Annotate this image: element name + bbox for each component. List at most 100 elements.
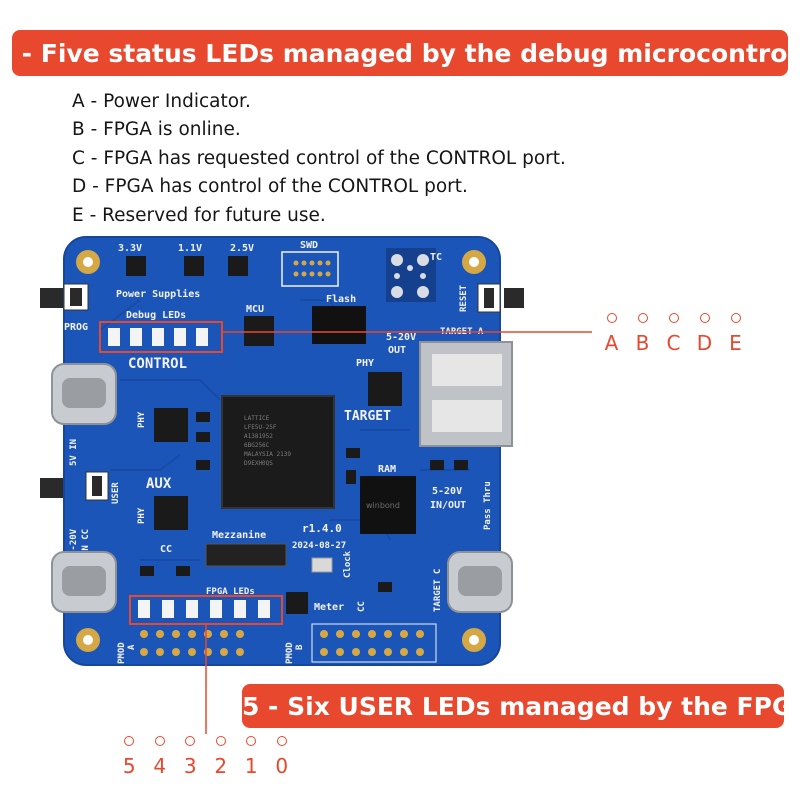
pmod-b-header	[320, 630, 424, 656]
led-marker-icon	[730, 313, 741, 323]
ram-chip	[360, 476, 416, 534]
label-1v1: 1.1V	[178, 243, 202, 254]
label-pmod-a-letter: A	[127, 644, 137, 650]
label-control: CONTROL	[128, 356, 187, 372]
chip-marking-2: LFE5U-25F	[244, 424, 277, 431]
label-2v5: 2.5V	[230, 243, 254, 254]
label-date: 2024-08-27	[292, 541, 346, 551]
label-fpga-leds: FPGA LEDs	[206, 587, 255, 597]
label-power-supplies: Power Supplies	[116, 288, 200, 300]
debug-leds	[108, 328, 208, 346]
led-marker-icon	[699, 313, 710, 323]
status-led-c: C	[658, 313, 689, 355]
status-led-descriptions: A - Power Indicator. B - FPGA is online.…	[72, 88, 566, 230]
led-marker-icon	[124, 736, 135, 746]
flash-chip	[312, 306, 366, 344]
phy-chip-control	[154, 408, 188, 442]
power-supplies	[126, 256, 248, 276]
chip-marking-3: A1381952	[244, 433, 273, 440]
label-inout: IN/OUT	[430, 500, 466, 511]
status-led-e: E	[720, 313, 751, 355]
user-led-label: 3	[183, 754, 197, 778]
led-marker-icon	[668, 313, 679, 323]
status-led-label: E	[729, 331, 742, 355]
user-led-3: 3	[175, 736, 206, 778]
label-target: TARGET	[344, 409, 391, 424]
user-led-label: 5	[122, 754, 136, 778]
pmod-a-header	[140, 630, 244, 656]
label-in-voltage: 5-20V	[69, 528, 79, 556]
status-led-label: A	[604, 331, 619, 355]
status-led-label: D	[696, 331, 713, 355]
led-marker-icon	[246, 736, 257, 746]
mezzanine-connector	[205, 543, 287, 567]
label-out: OUT	[388, 345, 406, 356]
description-a: A - Power Indicator.	[72, 91, 251, 112]
user-led-label: 4	[153, 754, 167, 778]
description-c: C - FPGA has requested control of the CO…	[72, 147, 566, 169]
chip-marking-5: MALAYSIA 2139	[244, 451, 291, 458]
label-cc-left: CC	[160, 544, 172, 555]
label-in-cc: IN CC	[81, 529, 91, 556]
tc-pads	[386, 248, 436, 302]
user-led-5: 5	[114, 736, 145, 778]
label-3v3: 3.3V	[118, 243, 142, 254]
status-led-a: A	[596, 313, 627, 355]
swd-header	[281, 251, 339, 287]
label-version: r1.4.0	[302, 522, 342, 535]
label-ram: RAM	[378, 464, 396, 475]
user-button	[40, 478, 66, 498]
label-prog: PROG	[64, 322, 88, 333]
user-led-0: 0	[267, 736, 298, 778]
user-leds-banner: 0-5 - Six USER LEDs managed by the FPGA	[214, 684, 800, 728]
led-marker-icon	[215, 736, 226, 746]
chip-marking-6: D9EXH0QS	[244, 460, 273, 467]
prog-button	[40, 288, 66, 308]
label-clock: Clock	[343, 550, 353, 578]
user-led-2: 2	[206, 736, 237, 778]
description-b: B - FPGA is online.	[72, 119, 241, 141]
label-user: USER	[111, 482, 121, 504]
ram-marking: winbond	[366, 501, 400, 510]
label-pmod-b: PMOD	[285, 642, 295, 664]
label-pass-thru: Pass Thru	[483, 481, 493, 530]
label-meter: Meter	[314, 602, 344, 613]
status-led-label: C	[666, 331, 681, 355]
status-led-d: D	[689, 313, 720, 355]
fpga-chip	[221, 395, 335, 509]
chip-marking-4: 6BG256C	[244, 442, 270, 449]
user-led-1: 1	[236, 736, 267, 778]
label-pmod-a: PMOD	[117, 642, 127, 664]
led-marker-icon	[154, 736, 165, 746]
label-inout-voltage: 5-20V	[432, 486, 462, 497]
mcu-chip	[244, 316, 274, 346]
phy-chip-aux	[154, 496, 188, 530]
led-marker-icon	[637, 313, 648, 323]
label-target-c: TARGET C	[433, 569, 443, 612]
label-mezzanine: Mezzanine	[212, 529, 266, 541]
reset-button	[504, 288, 524, 308]
mounting-holes	[76, 250, 486, 652]
status-led-b: B	[627, 313, 658, 355]
label-pmod-b-letter: B	[295, 644, 305, 650]
label-tc: TC	[430, 252, 442, 263]
user-led-label: 2	[214, 754, 228, 778]
user-led-label: 0	[275, 754, 289, 778]
chip-marking-1: LATTICE	[244, 415, 270, 422]
label-out-voltage: 5-20V	[386, 332, 416, 343]
label-5v-in: 5V IN	[69, 439, 79, 466]
label-debug-leds: Debug LEDs	[126, 310, 186, 321]
led-marker-icon	[185, 736, 196, 746]
description-d: D - FPGA has control of the CONTROL port…	[72, 176, 468, 198]
label-swd: SWD	[300, 240, 318, 251]
status-led-label: B	[635, 331, 650, 355]
fpga-leds	[138, 600, 270, 618]
label-cc-right: CC	[357, 601, 367, 612]
label-flash: Flash	[326, 294, 356, 305]
label-phy-left: PHY	[137, 411, 147, 428]
status-leds-banner: A-E - Five status LEDs managed by the de…	[0, 30, 800, 76]
status-led-key: A B C D E	[596, 313, 751, 355]
label-phy-right: PHY	[356, 358, 374, 369]
phy-chip-target	[368, 372, 402, 406]
